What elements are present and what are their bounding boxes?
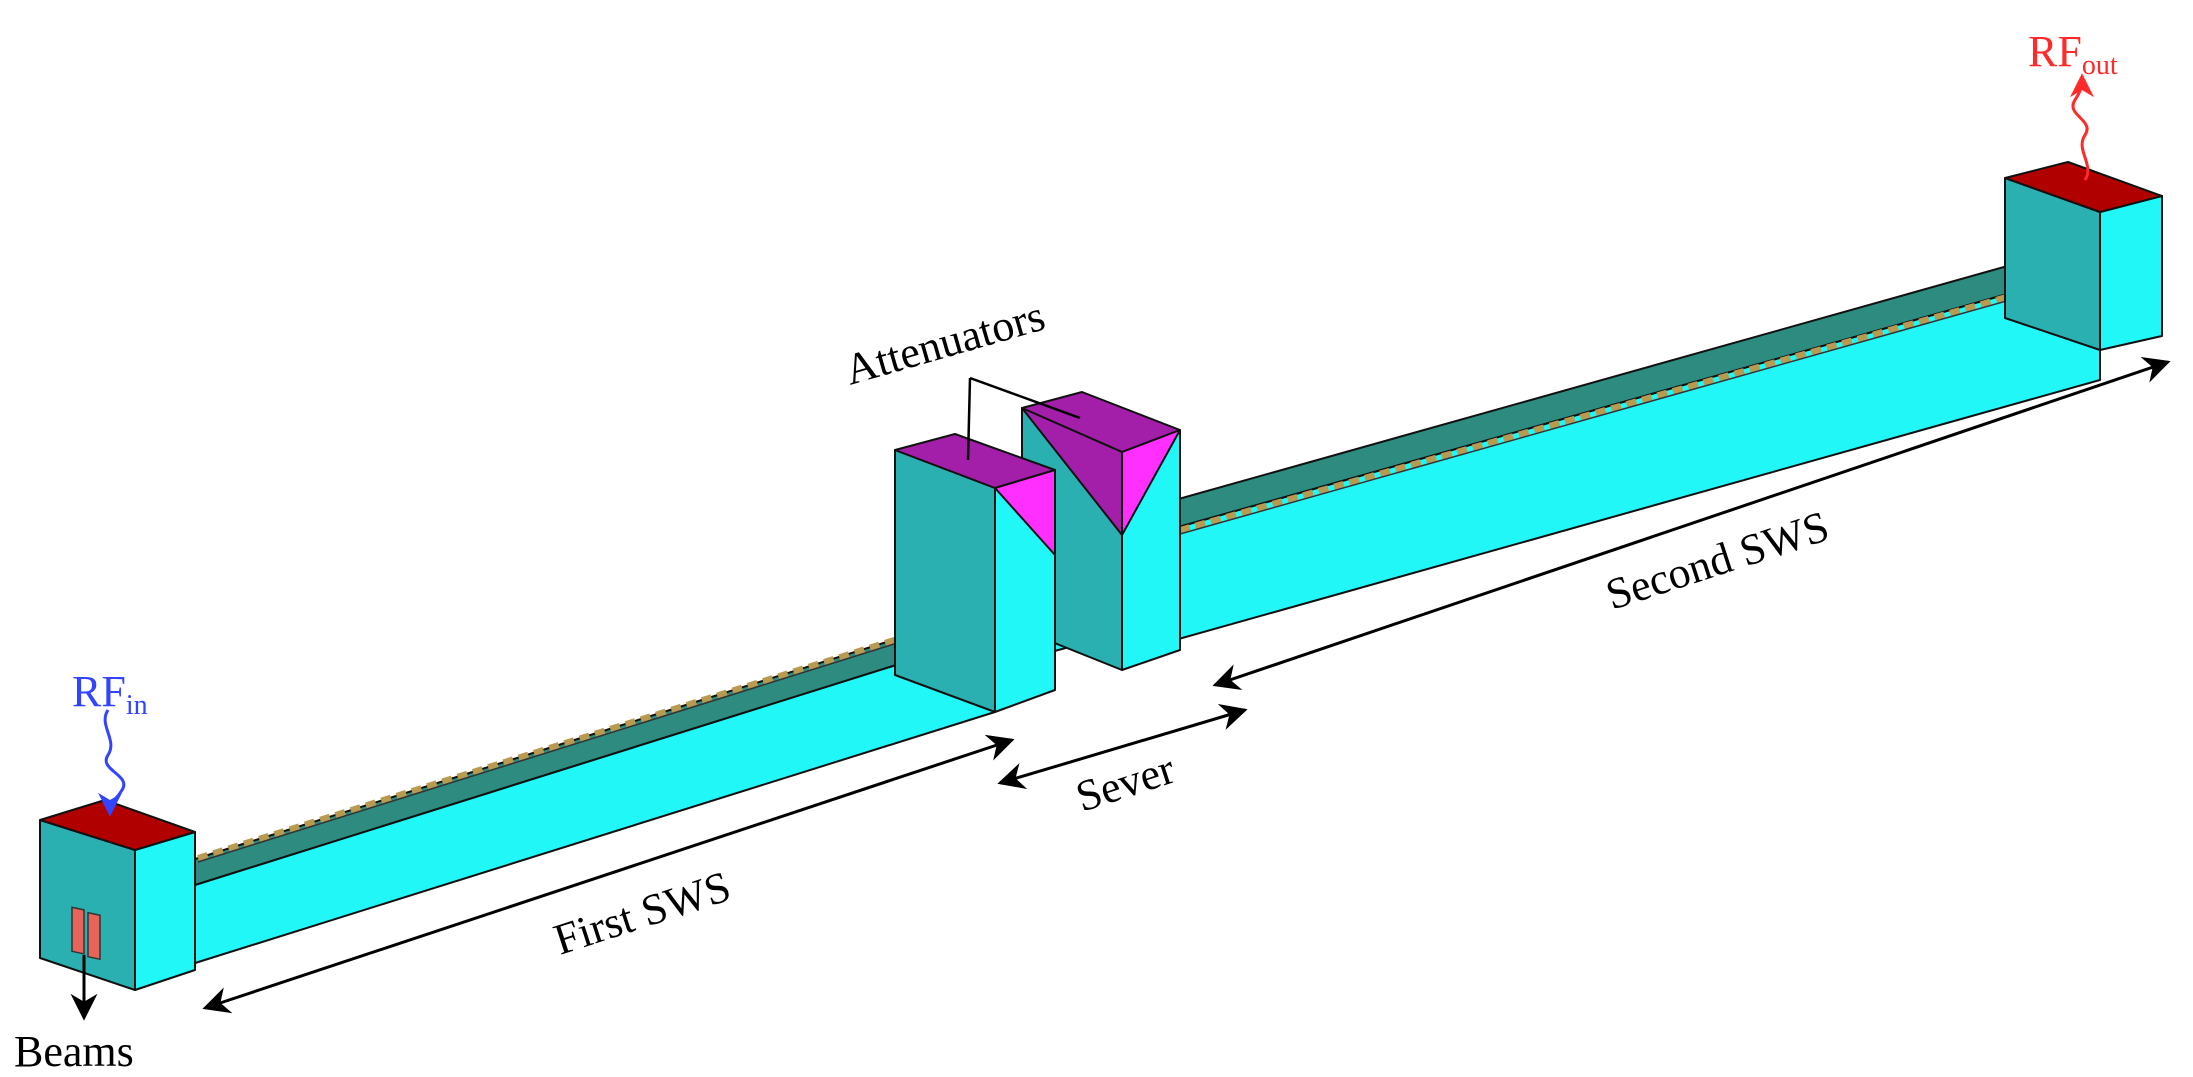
second-sws-label: Second SWS [1600, 502, 1835, 620]
sever-dimension-arrow [997, 704, 1248, 789]
rf-out-wave-icon [2069, 73, 2094, 181]
output-port-cap [2004, 161, 2163, 213]
beams-label: Beams [14, 1027, 134, 1076]
input-port-cap [39, 799, 196, 851]
input-port-front-face [134, 831, 196, 991]
input-port [39, 799, 196, 991]
attenuators-leader-1 [966, 377, 972, 461]
attenuator-1-left-face [894, 449, 996, 713]
rf-out-label: RFout [2028, 27, 2118, 81]
first-sws-label: First SWS [548, 862, 736, 965]
output-port-front-face [2099, 195, 2163, 351]
rf-in-label: RFin [72, 667, 148, 721]
second-sws-dimension-arrow [1212, 357, 2171, 690]
attenuators-label: Attenuators [839, 291, 1050, 395]
attenuator-block-2 [1021, 391, 1181, 671]
attenuator-block-1 [894, 433, 1056, 713]
beam-marker-2 [87, 911, 101, 961]
attenuators-leader-2 [969, 376, 1081, 420]
sever-label: Sever [1070, 744, 1181, 822]
attenuator-1-wedge [994, 469, 1056, 556]
rf-in-wave-icon [98, 709, 126, 817]
first-sws-grating [197, 607, 991, 861]
output-port [2004, 161, 2163, 351]
dimension-arrow-icon [202, 734, 1015, 1014]
beam-marker-1 [71, 906, 85, 955]
second-sws-grating [1179, 269, 2096, 533]
